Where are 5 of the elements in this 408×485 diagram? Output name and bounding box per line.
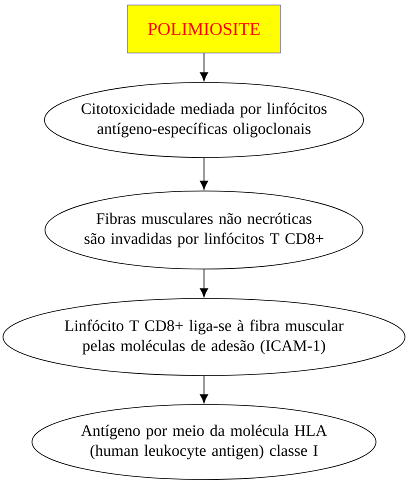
arrow bbox=[200, 268, 208, 298]
title-box: POLIMIOSITE bbox=[127, 4, 281, 54]
arrow bbox=[200, 375, 208, 404]
arrow bbox=[200, 52, 208, 82]
arrow bbox=[200, 157, 208, 190]
